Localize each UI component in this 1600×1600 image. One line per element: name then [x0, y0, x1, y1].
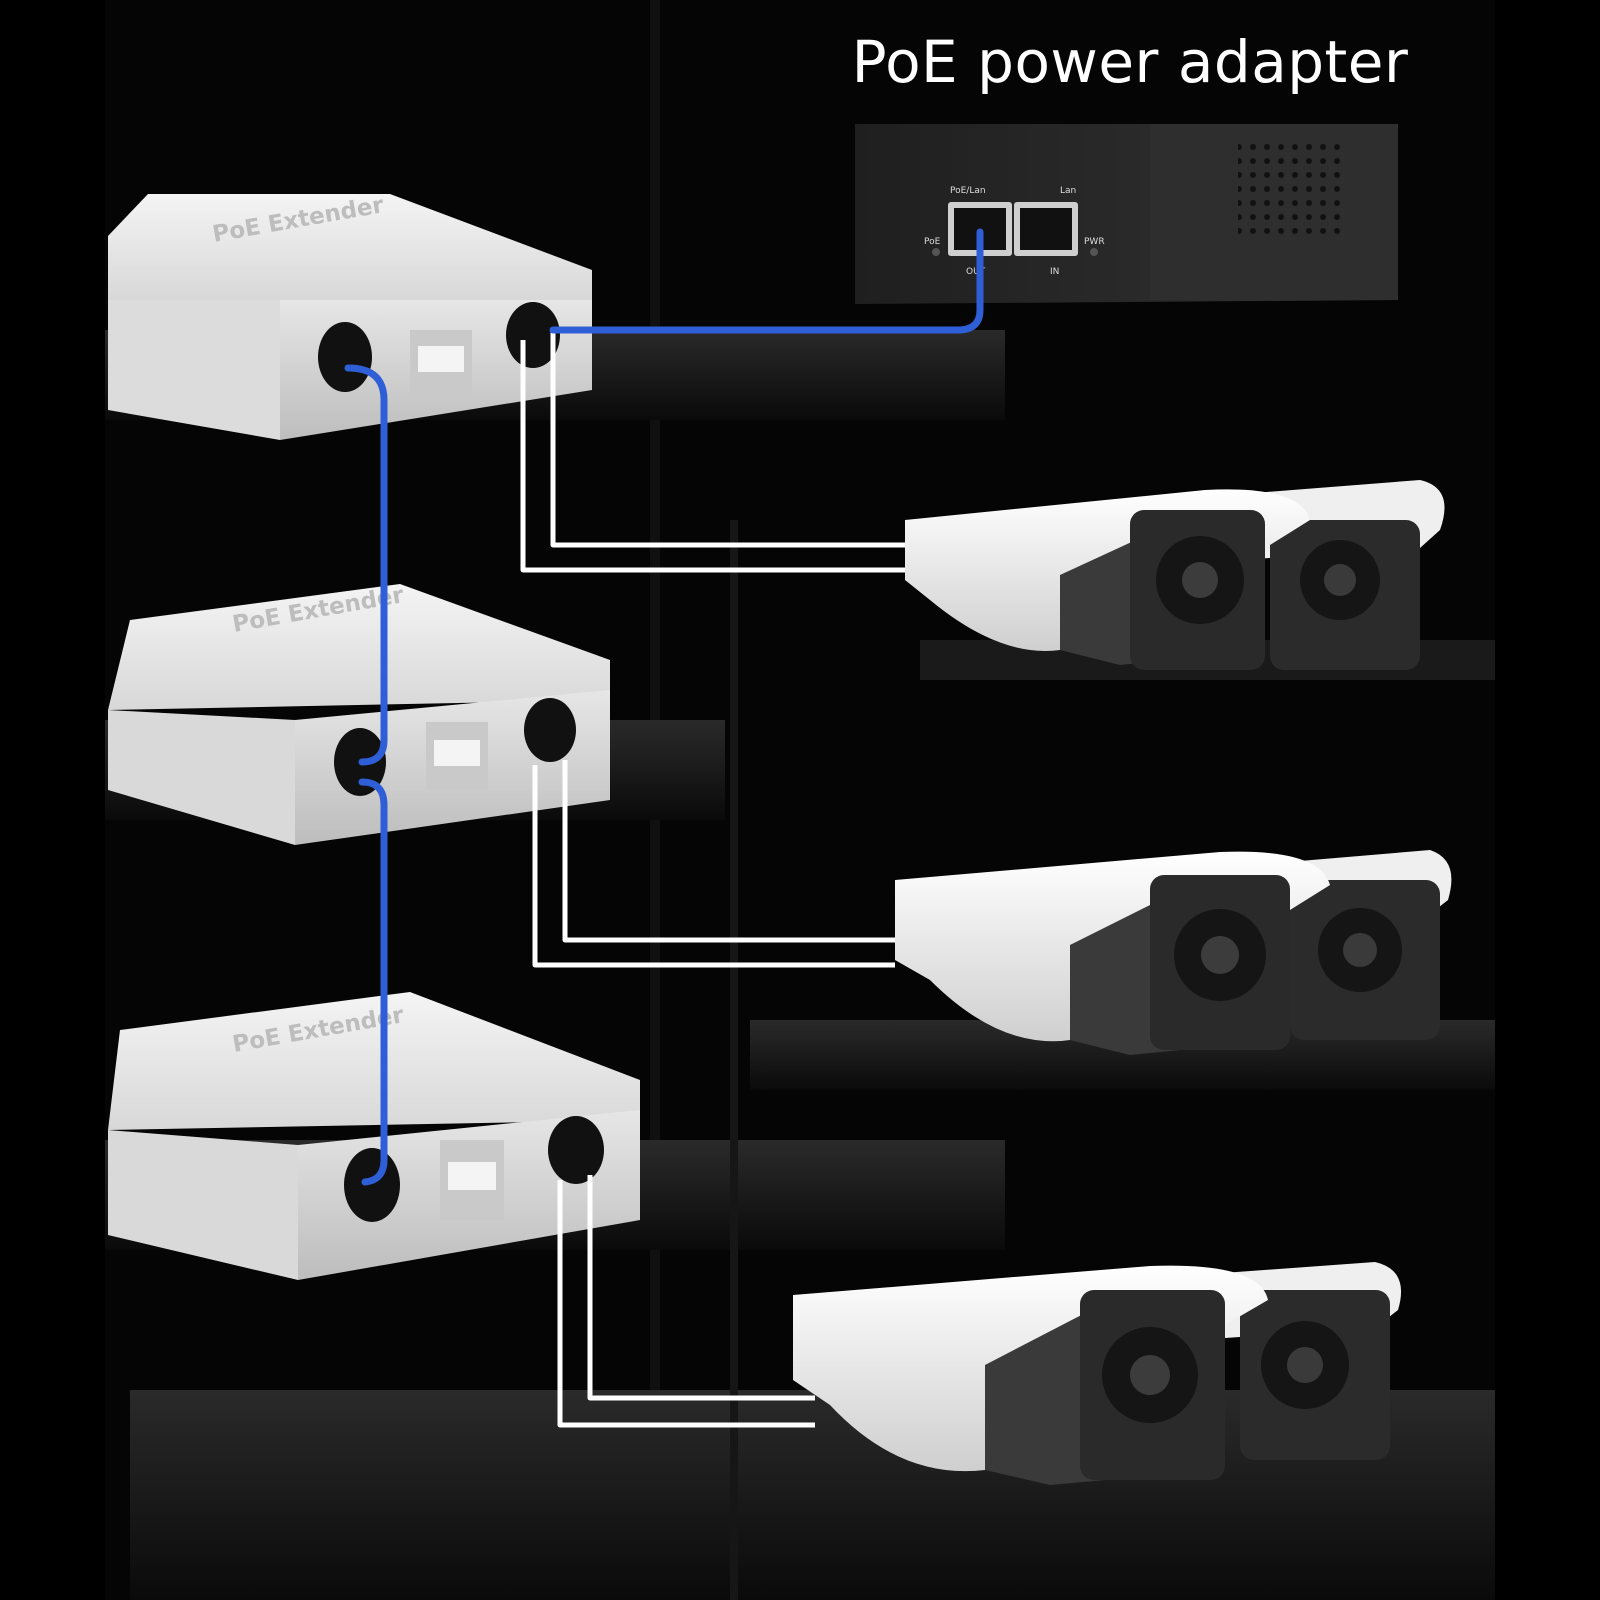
extender-3-port-out	[548, 1116, 604, 1184]
adapter-label-lan: Lan	[1060, 186, 1076, 196]
adapter-label-poe: PoE	[924, 237, 941, 247]
pwr-led-icon	[1090, 248, 1098, 256]
adapter-label-in: IN	[1050, 267, 1059, 277]
adapter-label-pwr: PWR	[1084, 237, 1105, 247]
adapter-label-poe-lan: PoE/Lan	[950, 186, 986, 196]
extender-1-port-in	[318, 322, 372, 392]
poe-power-adapter: PoE/Lan Lan PoE PWR OUT IN	[855, 124, 1398, 304]
extender-2-port-out	[524, 698, 576, 762]
extender-3-port-in	[344, 1148, 400, 1222]
page-title: PoE power adapter	[820, 28, 1440, 96]
poe-led-icon	[932, 248, 940, 256]
